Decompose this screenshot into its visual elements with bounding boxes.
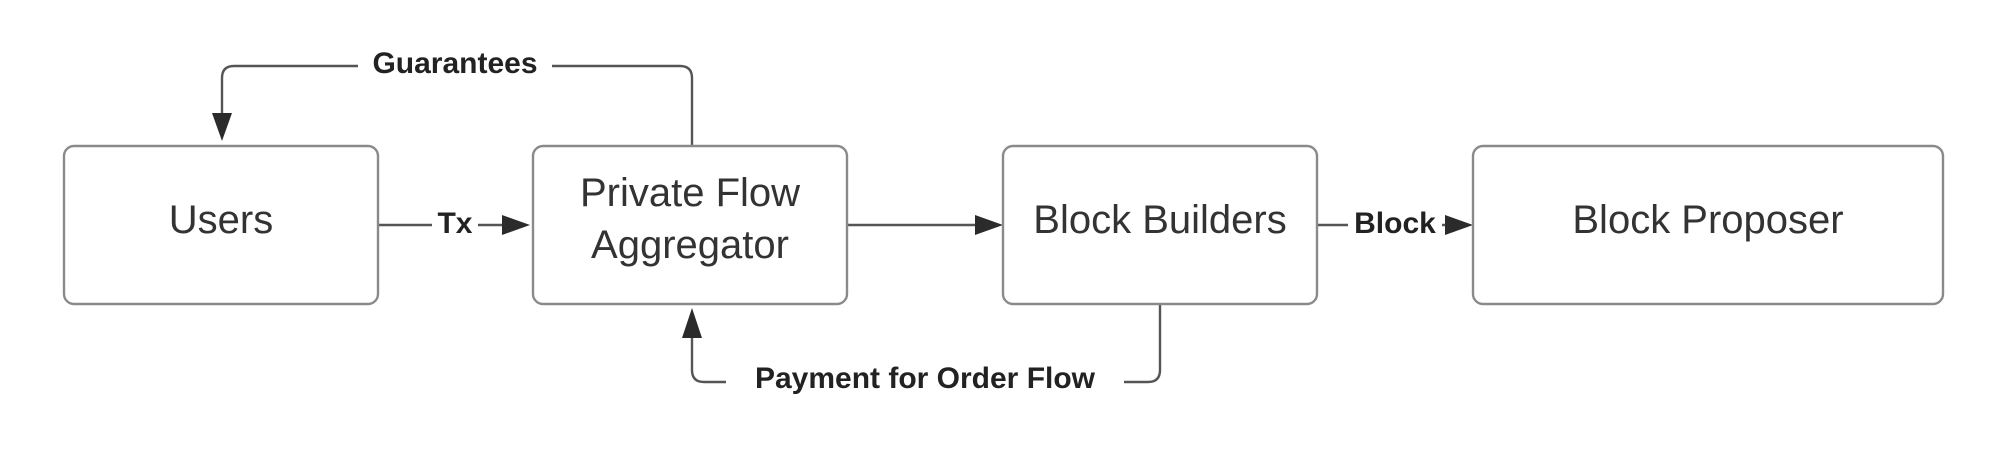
edge-tx-arrowhead: [502, 215, 530, 235]
edge-aggregator-to-builders-arrowhead: [975, 215, 1003, 235]
node-builders-label: Block Builders: [1033, 198, 1286, 242]
node-proposer: Block Proposer: [1471, 144, 1945, 306]
edge-guarantees-arrowhead: [212, 113, 232, 141]
edge-payment: Payment for Order Flow: [682, 304, 1162, 401]
edge-tx: Tx: [378, 204, 530, 240]
node-aggregator-label-line1: Private Flow: [580, 171, 800, 215]
edge-guarantees-label: Guarantees: [372, 47, 537, 80]
node-aggregator-label-line2: Aggregator: [591, 223, 789, 267]
node-users-box: [62, 144, 380, 306]
node-builders: Block Builders: [1001, 144, 1319, 306]
edge-block-label: Block: [1354, 207, 1436, 240]
node-users: Users: [62, 144, 380, 306]
node-aggregator: Private Flow Aggregator: [531, 144, 849, 306]
edge-tx-label: Tx: [437, 207, 472, 240]
edge-aggregator-to-builders: [847, 215, 1003, 235]
node-aggregator-box: [531, 144, 849, 306]
node-builders-box: [1001, 144, 1319, 306]
edge-block-arrowhead: [1445, 215, 1473, 235]
node-proposer-label: Block Proposer: [1572, 198, 1843, 242]
node-proposer-box: [1471, 144, 1945, 306]
node-users-label: Users: [169, 198, 273, 242]
edge-payment-label: Payment for Order Flow: [755, 362, 1096, 395]
edge-payment-arrowhead: [682, 308, 702, 338]
edge-block: Block: [1317, 204, 1473, 240]
edge-guarantees: Guarantees: [212, 44, 694, 146]
